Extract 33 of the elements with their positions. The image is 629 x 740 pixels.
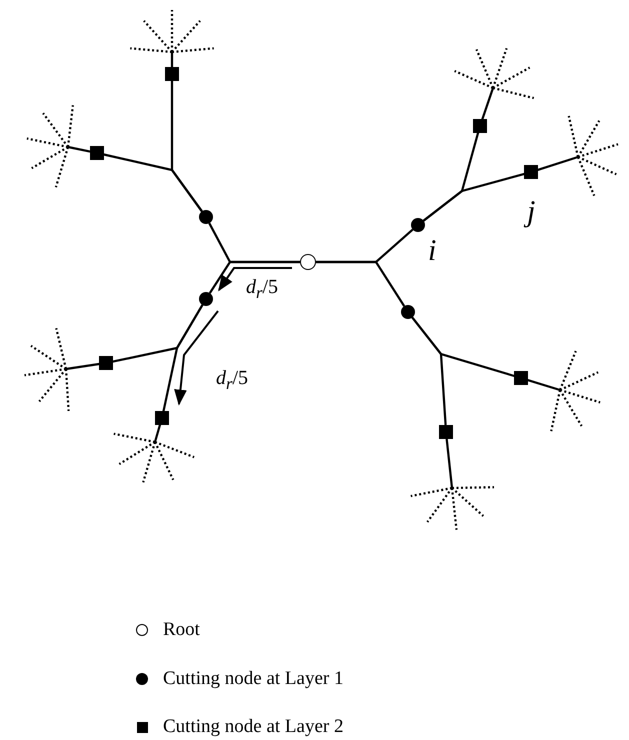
node-label: i	[428, 236, 436, 266]
cutting-node-circle	[411, 218, 425, 232]
legend-text: Root	[163, 620, 200, 639]
cutting-node-square	[165, 67, 179, 81]
branch-line	[411, 316, 447, 426]
branch-line	[162, 304, 204, 412]
cutting-node-circle	[199, 210, 213, 224]
cutting-node-square	[473, 119, 487, 133]
branch-line	[170, 52, 174, 67]
branch-line	[527, 379, 560, 392]
branch-line	[68, 146, 90, 153]
branch-line	[154, 424, 162, 442]
cutting-node-square	[524, 165, 538, 179]
branch-line	[316, 260, 406, 307]
root-node	[300, 254, 316, 270]
cutting-node-square	[439, 425, 453, 439]
branch-line	[446, 438, 454, 488]
cutting-node-square	[514, 371, 528, 385]
distance-label: d$_{r}$/5	[246, 277, 278, 302]
branch-line	[537, 156, 578, 171]
cutting-node-square	[99, 356, 113, 370]
distance-label: d$_{r}$/5	[216, 368, 248, 393]
branch-line	[481, 88, 494, 120]
branch-line	[104, 153, 203, 212]
branch-line	[66, 362, 100, 370]
cutting-node-circle	[401, 305, 415, 319]
branch-line	[208, 260, 300, 294]
legend-text: Cutting node at Layer 1	[163, 668, 344, 688]
cutting-node-circle	[199, 292, 213, 306]
cutting-node-square	[155, 411, 169, 425]
cutting-node-square	[90, 146, 104, 160]
legend-text: Cutting node at Layer 2	[163, 717, 344, 736]
branch-line	[422, 172, 525, 222]
